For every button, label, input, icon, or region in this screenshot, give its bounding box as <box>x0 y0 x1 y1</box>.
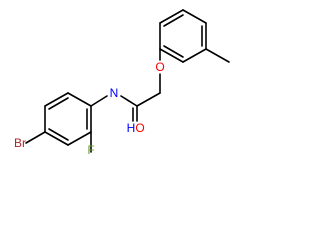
atom-labels: Br F N H O O <box>14 60 165 157</box>
bond <box>90 95 108 107</box>
bond <box>48 128 69 141</box>
bond <box>136 92 161 107</box>
bond <box>182 48 207 63</box>
atom-o-carbonyl: O <box>135 121 144 135</box>
bond <box>205 48 230 63</box>
bond <box>44 131 69 146</box>
atom-n: N <box>110 86 119 100</box>
bond <box>120 95 138 107</box>
atom-o-ether: O <box>155 60 164 74</box>
structure-diagram: Br F N H O O <box>14 9 230 157</box>
atom-f: F <box>87 143 94 157</box>
bond <box>67 131 92 146</box>
bond <box>163 14 184 27</box>
bond <box>163 45 184 58</box>
bond <box>182 9 207 24</box>
bond <box>48 97 69 110</box>
bond <box>67 92 92 107</box>
bond <box>25 131 46 144</box>
bond <box>159 48 184 63</box>
bond <box>159 9 184 24</box>
atom-h: H <box>127 121 136 135</box>
bonds <box>25 9 230 153</box>
atom-br: Br <box>14 136 26 150</box>
bond <box>44 92 69 107</box>
